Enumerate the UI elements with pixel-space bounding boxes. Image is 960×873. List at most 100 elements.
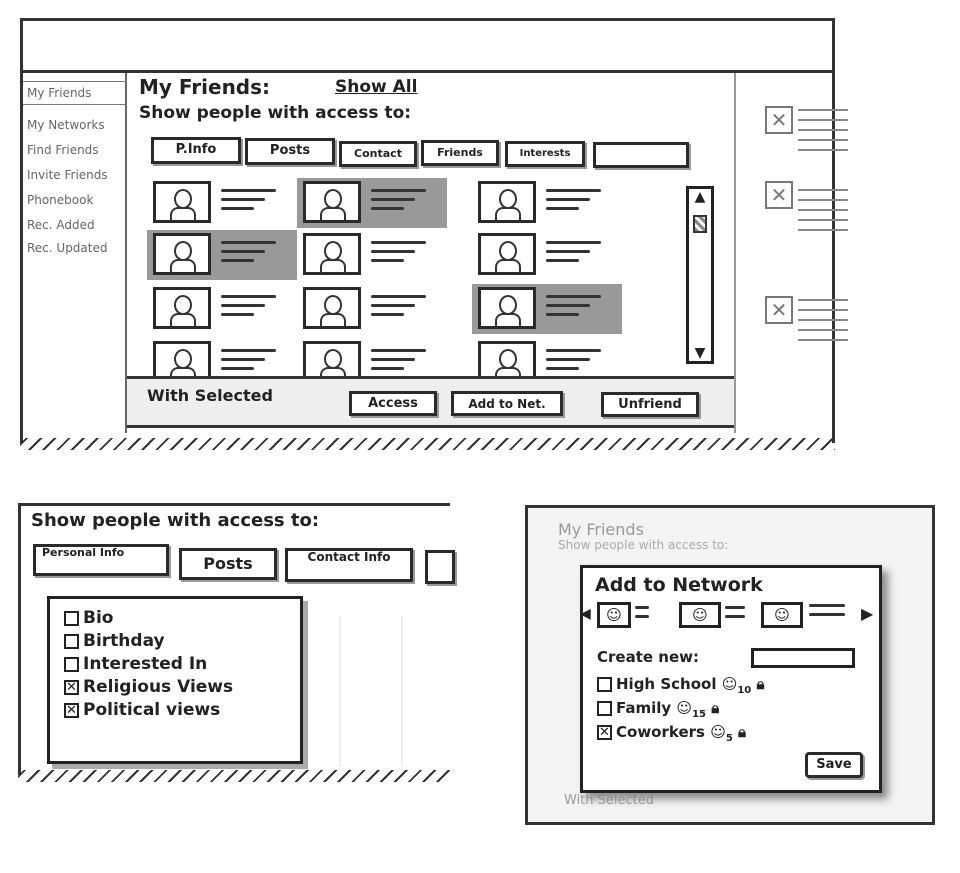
friend-photo[interactable] — [303, 287, 361, 329]
friend-photo[interactable] — [303, 233, 361, 275]
main-wireframe: My Friends My Networks Find Friends Invi… — [20, 18, 848, 443]
person-icon — [174, 349, 192, 369]
create-new-input[interactable] — [751, 648, 855, 668]
friend-thumb[interactable]: ☺ — [679, 602, 721, 628]
checkbox[interactable] — [597, 701, 612, 716]
friend-info-lines — [221, 235, 276, 268]
bg-title: My Friends — [558, 520, 644, 539]
access-option[interactable]: Birthday — [64, 631, 286, 651]
option-label: Political views — [83, 700, 221, 720]
scrollbar[interactable]: ▲ ▼ — [686, 186, 714, 364]
carousel-prev-icon[interactable]: ◀ — [580, 606, 591, 622]
add-to-network-button[interactable]: Add to Net. — [451, 391, 563, 416]
filter-label: Show people with access to: — [31, 510, 320, 531]
carousel-next-icon[interactable]: ▶ — [861, 604, 874, 623]
show-all-link[interactable]: Show All — [335, 77, 418, 97]
ad-image-icon: ✕ — [765, 106, 793, 134]
person-icon — [499, 189, 517, 209]
sidebar-item-invite-friends[interactable]: Invite Friends — [27, 168, 108, 182]
save-button[interactable]: Save — [805, 752, 863, 778]
filter-posts[interactable]: Posts — [245, 138, 335, 165]
filter-search-input[interactable] — [593, 142, 689, 168]
scroll-down-icon[interactable]: ▼ — [694, 345, 706, 361]
sidebar-item-phonebook[interactable]: Phonebook — [27, 193, 94, 207]
bg-footer: With Selected — [564, 793, 655, 808]
friend-photo[interactable] — [303, 181, 361, 223]
friend-info-lines — [371, 183, 426, 216]
right-column — [734, 73, 736, 433]
ad-image-icon: ✕ — [765, 181, 793, 209]
friend-photo[interactable] — [478, 233, 536, 275]
tab-contact-info[interactable]: Contact Info — [285, 548, 413, 582]
lock-icon[interactable]: 🔒︎ — [756, 675, 765, 693]
access-button[interactable]: Access — [349, 391, 437, 416]
option-label: Birthday — [83, 631, 165, 651]
person-icon — [499, 349, 517, 369]
filter-contact[interactable]: Contact — [339, 141, 417, 167]
sidebar-item-rec-updated[interactable]: Rec. Updated — [27, 241, 108, 255]
dialog-title: Add to Network — [595, 574, 763, 596]
bg-filter: Show people with access to: — [558, 538, 729, 552]
friend-photo[interactable] — [153, 341, 211, 381]
tab-more[interactable] — [425, 550, 455, 584]
person-icon — [174, 189, 192, 209]
friend-photo[interactable] — [478, 287, 536, 329]
person-icon — [174, 241, 192, 261]
friend-photo[interactable] — [478, 341, 536, 381]
checkbox[interactable]: ✕ — [597, 725, 612, 740]
tab-posts[interactable]: Posts — [179, 548, 277, 580]
scroll-thumb[interactable] — [693, 215, 707, 233]
person-icon — [324, 241, 342, 261]
access-option[interactable]: ✕Religious Views — [64, 677, 286, 697]
people-icon: ☺ — [721, 675, 738, 693]
friend-info-lines — [546, 343, 601, 376]
friend-photo[interactable] — [478, 181, 536, 223]
access-option[interactable]: ✕Political views — [64, 700, 286, 720]
access-filter-sketch: Show people with access to: Personal Inf… — [18, 503, 455, 775]
unfriend-button[interactable]: Unfriend — [601, 392, 699, 417]
checkbox[interactable]: ✕ — [64, 702, 79, 718]
tab-personal-info[interactable]: Personal Info — [33, 544, 169, 576]
option-label: Interested In — [83, 654, 208, 674]
friend-thumb[interactable]: ☺ — [597, 602, 631, 628]
checkbox[interactable] — [64, 610, 79, 626]
friend-photo[interactable] — [153, 181, 211, 223]
friend-photo[interactable] — [153, 233, 211, 275]
sidebar-item-my-networks[interactable]: My Networks — [27, 118, 105, 132]
filter-friends[interactable]: Friends — [421, 140, 499, 166]
friend-photo[interactable] — [153, 287, 211, 329]
people-icon: ☺ — [710, 723, 726, 741]
access-option[interactable]: Interested In — [64, 654, 286, 674]
network-option[interactable]: ✕Coworkers ☺5 🔒︎ — [597, 723, 764, 744]
friend-photo[interactable] — [303, 341, 361, 381]
filter-personal-info[interactable]: P.Info — [151, 137, 241, 164]
friend-thumb[interactable]: ☺ — [761, 602, 803, 628]
network-label: High School — [616, 675, 717, 693]
person-icon — [499, 295, 517, 315]
network-option[interactable]: High School ☺10 🔒︎ — [597, 675, 764, 696]
option-label: Religious Views — [83, 677, 234, 697]
friend-info-lines — [221, 289, 276, 322]
member-count: 5 — [725, 733, 733, 744]
checkbox[interactable] — [597, 677, 612, 692]
network-option[interactable]: Family ☺15 🔒︎ — [597, 699, 764, 720]
top-bar — [23, 21, 832, 73]
sidebar-item-rec-added[interactable]: Rec. Added — [27, 218, 95, 232]
friend-info-lines — [546, 289, 601, 322]
friend-info-lines — [221, 183, 276, 216]
access-option[interactable]: Bio — [64, 608, 286, 628]
person-icon — [174, 295, 192, 315]
person-icon — [324, 189, 342, 209]
checkbox[interactable] — [64, 656, 79, 672]
checkbox[interactable] — [64, 633, 79, 649]
filter-interests[interactable]: Interests — [505, 141, 585, 167]
member-count: 10 — [737, 685, 752, 696]
friend-info-lines — [546, 235, 601, 268]
lock-icon[interactable]: 🔒︎ — [738, 723, 747, 741]
person-icon — [324, 295, 342, 315]
sidebar-item-my-friends[interactable]: My Friends — [23, 81, 127, 105]
sidebar-item-find-friends[interactable]: Find Friends — [27, 143, 99, 157]
lock-icon[interactable]: 🔒︎ — [711, 699, 720, 717]
checkbox[interactable]: ✕ — [64, 679, 79, 695]
scroll-up-icon[interactable]: ▲ — [694, 189, 706, 205]
